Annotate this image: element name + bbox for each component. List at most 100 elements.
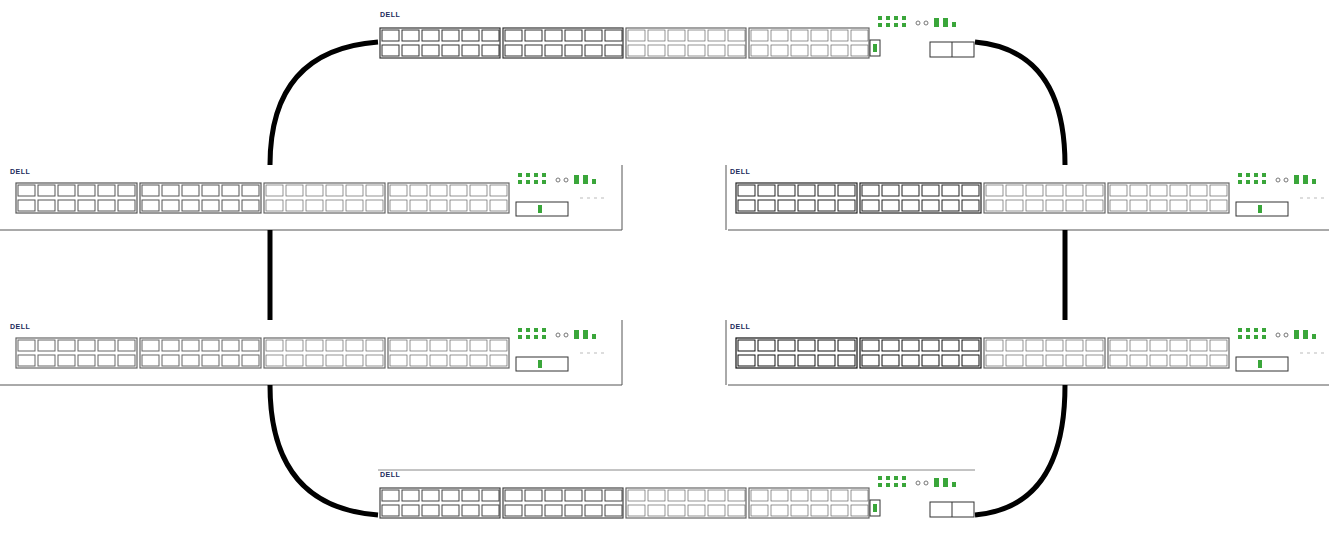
port <box>565 30 582 41</box>
port <box>98 355 115 366</box>
indicator <box>1284 333 1288 337</box>
status-led <box>1294 330 1299 339</box>
indicator <box>1284 178 1288 182</box>
module <box>870 40 880 56</box>
port <box>470 200 487 211</box>
port <box>758 185 775 196</box>
port <box>346 200 363 211</box>
port <box>778 200 795 211</box>
port <box>18 355 35 366</box>
status-led <box>943 18 948 27</box>
port <box>585 490 602 501</box>
port <box>1066 200 1083 211</box>
port <box>942 340 959 351</box>
port <box>266 355 283 366</box>
port <box>1150 340 1167 351</box>
port-group <box>503 488 623 518</box>
port <box>798 185 815 196</box>
port <box>605 490 622 501</box>
port <box>605 45 622 56</box>
port <box>648 45 665 56</box>
port <box>142 340 159 351</box>
port <box>791 45 808 56</box>
status-led <box>534 173 538 177</box>
port <box>1026 355 1043 366</box>
status-led <box>878 483 882 487</box>
port <box>565 505 582 516</box>
port <box>1066 355 1083 366</box>
port <box>182 355 199 366</box>
status-led <box>1312 179 1316 184</box>
port <box>1066 340 1083 351</box>
status-led <box>1238 335 1242 339</box>
port <box>410 340 427 351</box>
uplink-module <box>930 42 974 57</box>
port <box>668 505 685 516</box>
port <box>470 340 487 351</box>
status-led <box>952 482 956 487</box>
port <box>838 200 855 211</box>
port <box>818 185 835 196</box>
port <box>1006 355 1023 366</box>
port <box>708 30 725 41</box>
port <box>751 505 768 516</box>
indicator <box>1276 178 1280 182</box>
port <box>58 355 75 366</box>
port <box>410 355 427 366</box>
port <box>118 185 135 196</box>
stack-cable <box>975 42 1065 165</box>
port-group <box>140 183 261 213</box>
port-group <box>264 338 385 368</box>
uplink-module <box>1236 357 1288 371</box>
stack-cable <box>975 385 1065 515</box>
port <box>422 505 439 516</box>
status-led <box>902 476 906 480</box>
stack-cable <box>270 42 378 165</box>
network-switch: DELL <box>378 10 975 60</box>
port <box>490 355 507 366</box>
port <box>306 200 323 211</box>
port <box>751 30 768 41</box>
indicator <box>924 21 928 25</box>
port <box>1130 355 1147 366</box>
port <box>565 45 582 56</box>
port <box>366 340 383 351</box>
port <box>862 185 879 196</box>
switch-illustration <box>0 165 622 230</box>
port <box>78 355 95 366</box>
port <box>862 340 879 351</box>
divider <box>952 42 953 57</box>
status-led <box>526 180 530 184</box>
status-led <box>518 180 522 184</box>
port <box>1046 200 1063 211</box>
port-group <box>749 488 869 518</box>
port <box>1086 340 1103 351</box>
port <box>1046 185 1063 196</box>
indicator <box>1276 333 1280 337</box>
port <box>962 200 979 211</box>
port <box>505 45 522 56</box>
status-led <box>1246 335 1250 339</box>
port <box>286 200 303 211</box>
status-led <box>902 16 906 20</box>
port <box>1210 185 1227 196</box>
status-led <box>1238 180 1242 184</box>
status-led <box>878 23 882 27</box>
port <box>902 200 919 211</box>
port <box>942 185 959 196</box>
status-led <box>518 335 522 339</box>
port <box>450 355 467 366</box>
status-led <box>902 483 906 487</box>
port <box>545 505 562 516</box>
port <box>346 185 363 196</box>
port <box>605 505 622 516</box>
status-led <box>1258 205 1262 213</box>
port <box>58 185 75 196</box>
port <box>688 505 705 516</box>
port <box>838 185 855 196</box>
port <box>306 355 323 366</box>
port <box>882 340 899 351</box>
port <box>242 200 259 211</box>
port <box>482 45 499 56</box>
